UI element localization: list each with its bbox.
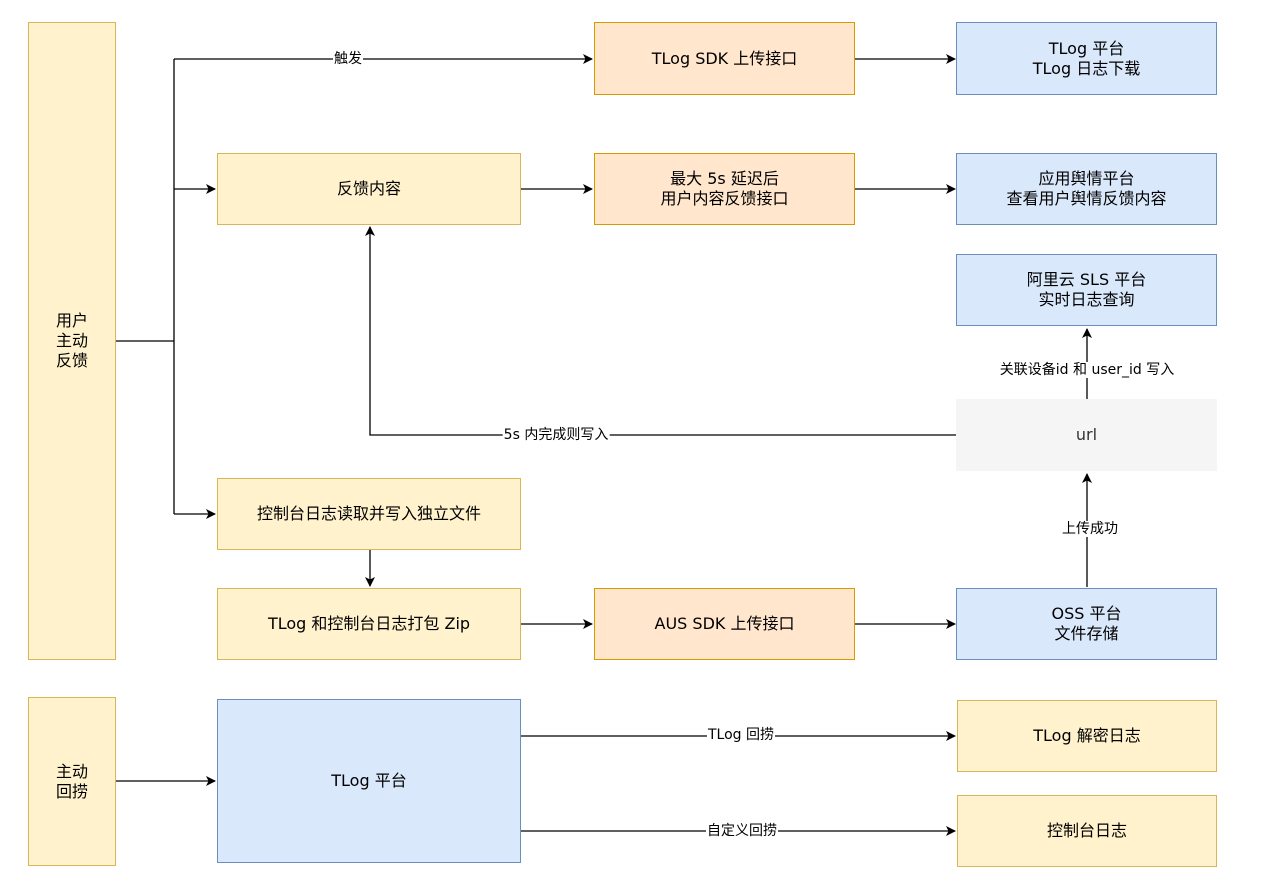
- node-user-feedback: 用户 主动 反馈: [28, 22, 116, 660]
- node-url-label: url: [1075, 425, 1098, 444]
- node-user-feedback-label: 用户 主动 反馈: [55, 311, 88, 370]
- node-oss-platform: OSS 平台 文件存储: [956, 588, 1217, 660]
- node-aus-sdk-upload-label: AUS SDK 上传接口: [654, 614, 795, 633]
- node-console-log-label: 控制台日志: [1046, 821, 1127, 840]
- node-opinion-platform-label: 应用舆情平台 查看用户舆情反馈内容: [1006, 169, 1167, 208]
- node-console-log-file-label: 控制台日志读取并写入独立文件: [256, 504, 481, 523]
- edge-label-tlog-retrieve: TLog 回捞: [706, 727, 776, 743]
- node-aliyun-sls-label: 阿里云 SLS 平台 实时日志查询: [1026, 270, 1147, 309]
- node-tlog-decrypt-label: TLog 解密日志: [1033, 726, 1141, 745]
- node-aus-sdk-upload: AUS SDK 上传接口: [594, 588, 855, 660]
- edge-write-back: [365, 226, 956, 436]
- node-tlog-decrypt: TLog 解密日志: [957, 700, 1217, 772]
- node-tlog-sdk-upload: TLog SDK 上传接口: [594, 22, 855, 95]
- node-url: url: [956, 399, 1217, 471]
- edge-label-link-device: 关联设备id 和 user_id 写入: [998, 362, 1176, 378]
- node-tlog-platform-label: TLog 平台: [331, 771, 407, 790]
- node-oss-platform-label: OSS 平台 文件存储: [1051, 604, 1122, 643]
- node-tlog-sdk-upload-label: TLog SDK 上传接口: [651, 48, 798, 68]
- node-delayed-feedback-api-label: 最大 5s 延迟后 用户内容反馈接口: [660, 169, 789, 208]
- edge-label-trigger: 触发: [333, 51, 363, 67]
- node-feedback-content-label: 反馈内容: [336, 179, 401, 198]
- node-tlog-platform-download: TLog 平台 TLog 日志下载: [956, 22, 1217, 95]
- node-console-log: 控制台日志: [957, 795, 1217, 867]
- node-tlog-platform: TLog 平台: [217, 699, 521, 863]
- node-aliyun-sls: 阿里云 SLS 平台 实时日志查询: [956, 254, 1217, 326]
- node-delayed-feedback-api: 最大 5s 延迟后 用户内容反馈接口: [594, 153, 855, 225]
- node-active-retrieve-label: 主动 回捞: [55, 761, 88, 801]
- edge-label-upload-success: 上传成功: [1061, 521, 1119, 537]
- edge-label-custom-retrieve: 自定义回捞: [706, 823, 778, 839]
- node-active-retrieve: 主动 回捞: [28, 697, 116, 866]
- edge-label-write-back: 5s 内完成则写入: [502, 427, 610, 443]
- node-tlog-platform-download-label: TLog 平台 TLog 日志下载: [1032, 38, 1141, 78]
- node-zip-package: TLog 和控制台日志打包 Zip: [217, 588, 521, 660]
- node-opinion-platform: 应用舆情平台 查看用户舆情反馈内容: [956, 153, 1217, 225]
- node-zip-package-label: TLog 和控制台日志打包 Zip: [267, 614, 471, 633]
- node-console-log-file: 控制台日志读取并写入独立文件: [217, 478, 521, 550]
- node-feedback-content: 反馈内容: [217, 153, 521, 225]
